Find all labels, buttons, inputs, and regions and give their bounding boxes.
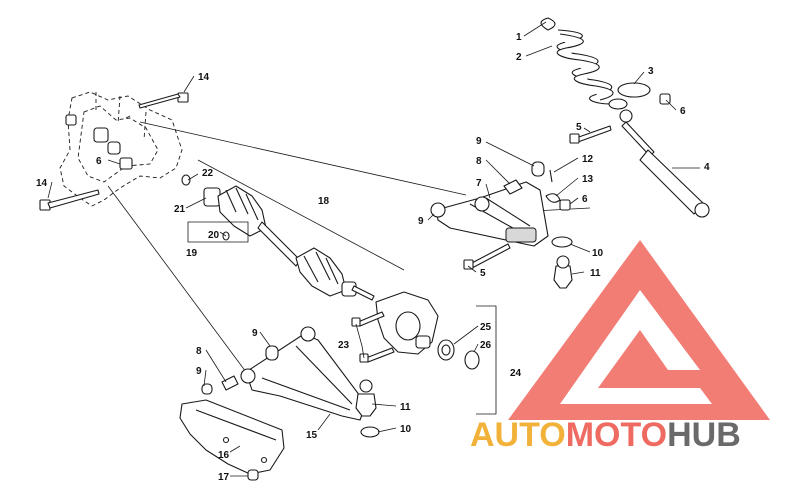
callout-11-upper: 11	[590, 268, 601, 279]
callout-5-lower: 5	[480, 268, 486, 279]
callout-26: 26	[480, 340, 492, 351]
callout-17: 17	[218, 472, 230, 483]
frame-outline	[59, 91, 183, 207]
cotter-and-pin	[545, 169, 561, 203]
callout-numbers: 1 2 3 4 5 5 6 6 6 7 8 8 9 9 9 9 10 10 11…	[36, 32, 710, 483]
callout-12: 12	[582, 154, 594, 165]
guide-line-upper	[139, 121, 467, 196]
callout-4: 4	[704, 162, 710, 173]
shock-absorber	[619, 93, 710, 218]
callout-8-upper: 8	[476, 156, 482, 167]
axle-brackets	[187, 159, 405, 271]
leader-lines	[47, 21, 700, 477]
callout-22: 22	[202, 168, 214, 179]
callout-15: 15	[306, 430, 318, 441]
watermark-logo-text: AUTOMOTOHUB	[470, 416, 741, 455]
bolt-5-upper	[569, 125, 612, 144]
callout-14-upper: 14	[198, 72, 210, 83]
logo-moto: MOTO	[565, 416, 668, 454]
callout-1: 1	[516, 32, 522, 43]
upper-a-arm	[430, 181, 549, 247]
drive-axle	[181, 174, 375, 301]
guide-line-lower	[107, 185, 247, 373]
callout-6-shock: 6	[680, 106, 686, 117]
nut-6-frame	[65, 114, 133, 170]
callout-2: 2	[516, 52, 522, 63]
hub-bearing	[437, 339, 480, 370]
spring-seat	[608, 82, 651, 110]
callout-11-lower: 11	[400, 402, 411, 413]
bolt-14-lower	[39, 189, 100, 211]
callout-3: 3	[648, 66, 654, 77]
upper-ball-joint	[551, 236, 573, 289]
callout-21: 21	[174, 204, 186, 215]
callout-23: 23	[338, 340, 350, 351]
upper-bushings	[503, 161, 571, 211]
callout-13: 13	[582, 174, 594, 185]
callout-19: 19	[186, 248, 198, 259]
callout-24: 24	[510, 368, 522, 379]
callout-10-lower: 10	[400, 424, 412, 435]
watermark-triangle	[508, 240, 770, 420]
logo-hub: HUB	[667, 416, 741, 454]
bolt-14-upper	[125, 92, 189, 119]
callout-7: 7	[476, 178, 482, 189]
bracket-24	[476, 305, 497, 415]
callout-25: 25	[480, 322, 492, 333]
callout-5-upper: 5	[576, 122, 582, 133]
callout-9-lower-top: 9	[252, 328, 258, 339]
callout-6-frame: 6	[96, 156, 102, 167]
callout-9-upper-left: 9	[418, 216, 424, 227]
callout-18: 18	[318, 196, 330, 207]
callout-10-upper: 10	[592, 248, 604, 259]
callout-8-lower: 8	[196, 346, 202, 357]
lower-bushings	[201, 345, 279, 395]
logo-auto: AUTO	[470, 416, 566, 454]
callout-9-upper-top: 9	[476, 136, 482, 147]
callout-14-lower: 14	[36, 178, 48, 189]
steering-knuckle	[375, 291, 439, 355]
coil-spring	[540, 17, 614, 105]
skid-plate	[179, 399, 285, 481]
callout-6-arm: 6	[582, 194, 588, 205]
callout-9-lower-left: 9	[196, 366, 202, 377]
lower-ball-joint	[355, 379, 380, 438]
bolt-5-lower	[463, 243, 511, 270]
callout-16: 16	[218, 450, 230, 461]
callout-20: 20	[208, 230, 220, 241]
